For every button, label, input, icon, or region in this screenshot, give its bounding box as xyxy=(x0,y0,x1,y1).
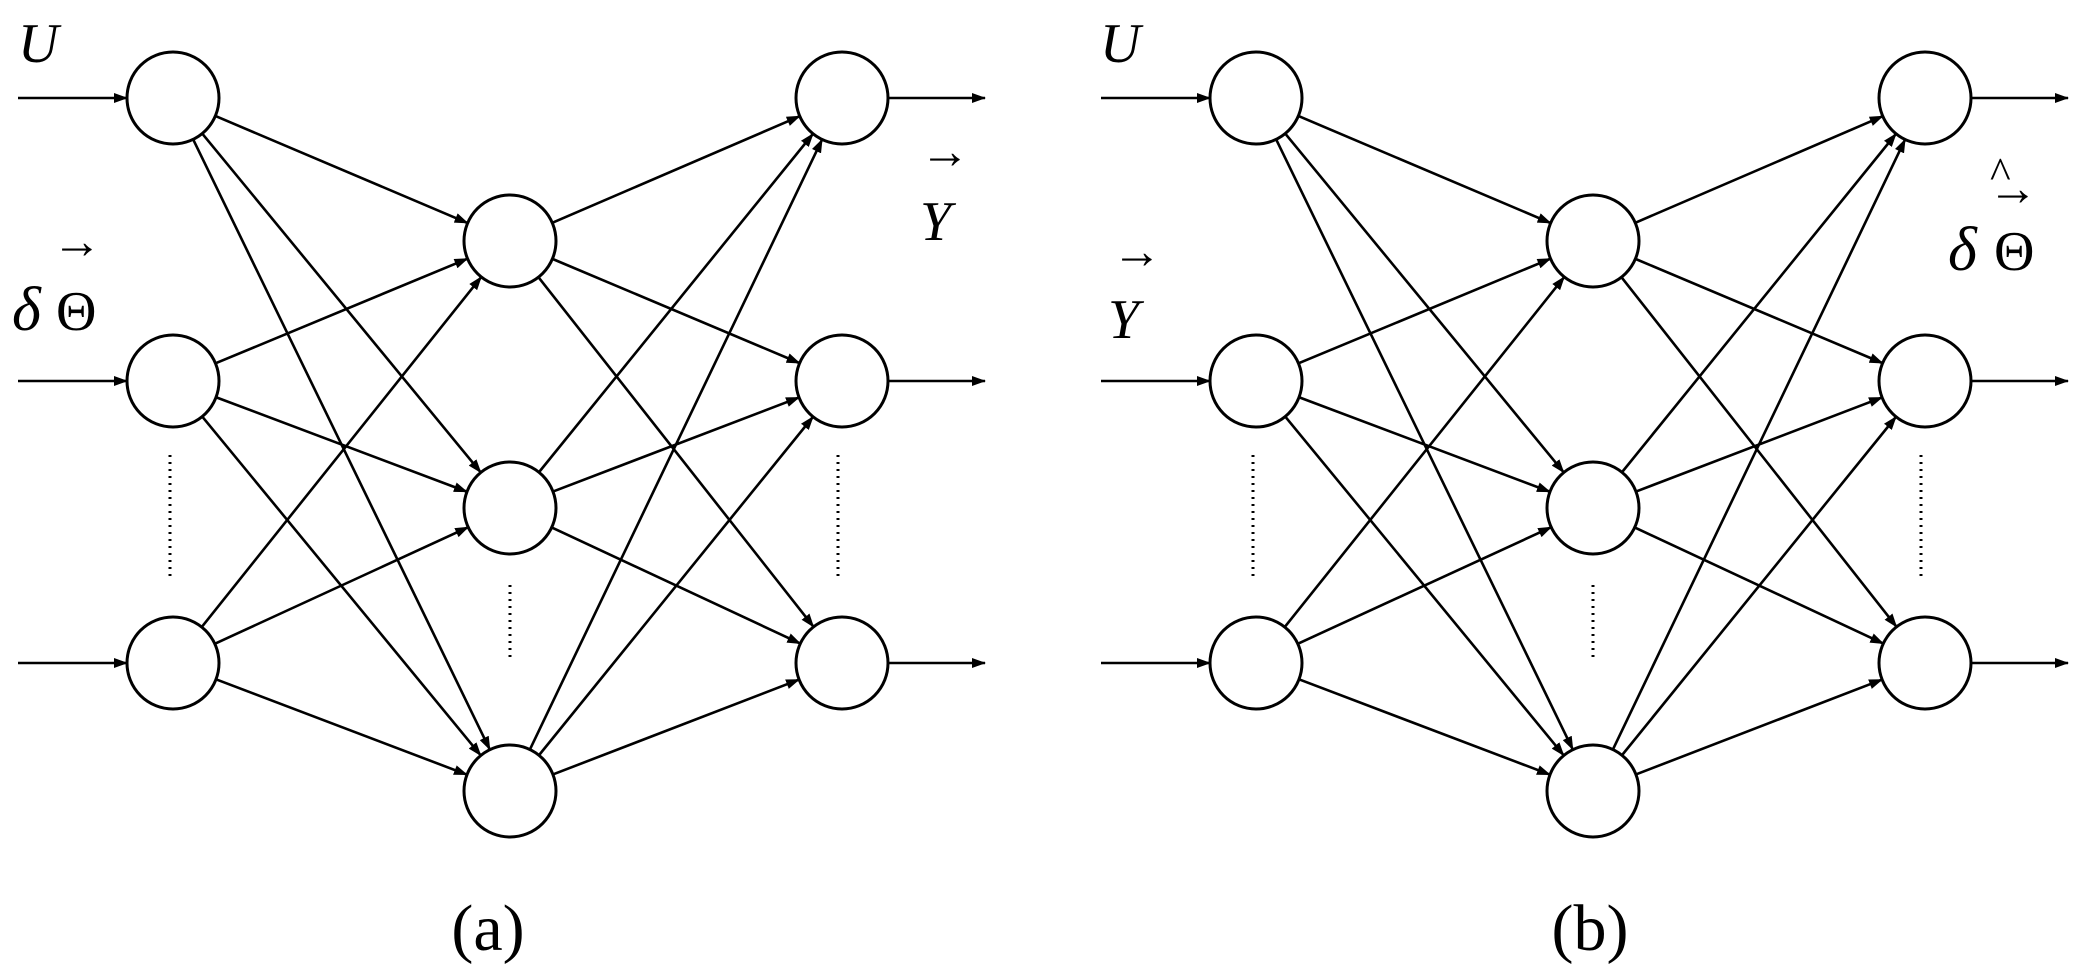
panel-a-hidden-node-0 xyxy=(462,193,558,289)
panel-b-io-arrows xyxy=(1101,93,2069,668)
panel-a-edge-hid2-out1 xyxy=(537,415,815,757)
panel-b-nodes xyxy=(1208,50,1973,839)
panel-a-caption: (a) xyxy=(451,892,524,965)
panel-a-edge-in2-hid0 xyxy=(200,276,483,628)
panel-b-input-node-0 xyxy=(1208,50,1304,146)
panel-a-input-theta-symbol: Θ xyxy=(56,281,96,343)
panel-a-output-y-label: Y xyxy=(920,191,957,253)
panel-a-input-node-2 xyxy=(125,615,221,711)
panel-b-edge-hid2-out0 xyxy=(1611,138,1907,751)
panel-a-input-u-label: U xyxy=(18,13,62,75)
panel-b-hidden-node-1 xyxy=(1545,460,1641,556)
panel-b-output-delta-theta-accent: → xyxy=(1988,160,2038,216)
panel-b-output-delta-theta-hat: ^ xyxy=(1990,149,2011,198)
panel-a-edge-hid1-out0 xyxy=(537,132,815,474)
panel-a-hidden-node-1 xyxy=(462,460,558,556)
panel-b-edge-in2-hid2 xyxy=(1298,678,1551,776)
panel-b-output-node-1 xyxy=(1877,333,1973,429)
panel-b-edge-hid0-out1 xyxy=(1634,257,1884,365)
panel-b-edge-hid0-out2 xyxy=(1620,276,1898,628)
panel-b-input-u-label: U xyxy=(1100,13,1144,75)
panel-a-edge-hid0-out2 xyxy=(537,276,815,628)
panel-b-edge-hid0-out0 xyxy=(1634,115,1884,224)
panel-a-output-y-accent: → xyxy=(920,123,970,179)
panel-a-edge-in1-hid1 xyxy=(215,396,468,493)
panel-a-hidden-node-2 xyxy=(462,743,558,839)
panel-a-output-node-2 xyxy=(794,615,890,711)
panel-a-edge-in1-hid0 xyxy=(214,257,469,365)
panel-b-output-node-0 xyxy=(1877,50,1973,146)
panel-b-input-node-2 xyxy=(1208,615,1304,711)
panel-a-input-node-0 xyxy=(125,50,221,146)
panel-a-output-node-1 xyxy=(794,333,890,429)
panel-a-input-delta-theta-accent: → xyxy=(52,213,102,269)
panel-a-edge-in0-hid1 xyxy=(201,132,482,474)
panel-a-nodes xyxy=(125,50,890,839)
panel-a-output-node-0 xyxy=(794,50,890,146)
panel-b-edge-in1-hid0 xyxy=(1297,257,1552,365)
panel-b-edge-in0-hid1 xyxy=(1284,132,1565,474)
panel-a-connections xyxy=(191,114,824,776)
panel-b: U → Y ^ → δ Θ (b) xyxy=(1100,13,2069,965)
panel-b-output-node-2 xyxy=(1877,615,1973,711)
panel-b-edge-hid2-out1 xyxy=(1620,415,1898,757)
panel-a-edge-hid0-out0 xyxy=(551,115,801,224)
panel-a-edge-hid2-out2 xyxy=(552,678,801,776)
panel-a-edge-in2-hid1 xyxy=(214,526,470,645)
panel-b-input-node-1 xyxy=(1208,333,1304,429)
panel-b-edge-in2-hid0 xyxy=(1283,276,1566,628)
panel-b-output-theta-symbol: Θ xyxy=(1994,221,2034,283)
panel-b-connections xyxy=(1274,114,1907,776)
panel-a-edge-in0-hid0 xyxy=(214,114,469,225)
panel-b-edge-hid1-out0 xyxy=(1620,132,1898,474)
panel-b-hidden-node-2 xyxy=(1545,743,1641,839)
panel-a-io-arrows xyxy=(18,93,986,668)
panel-b-edge-in0-hid0 xyxy=(1297,114,1552,225)
panel-a-input-delta-symbol: δ xyxy=(12,276,42,344)
panel-b-hidden-node-0 xyxy=(1545,193,1641,289)
panel-a-input-node-1 xyxy=(125,333,221,429)
panel-b-edge-in1-hid1 xyxy=(1298,396,1551,493)
panel-a-edge-hid0-out1 xyxy=(551,257,801,365)
panel-a: U → δ Θ → Y (a) xyxy=(12,13,986,965)
panel-b-edge-in2-hid1 xyxy=(1297,526,1553,645)
panel-a-edge-in2-hid2 xyxy=(215,678,468,776)
panel-a-edge-hid2-out0 xyxy=(528,138,824,751)
panel-b-input-y-label: Y xyxy=(1108,289,1145,351)
panel-b-edge-hid2-out2 xyxy=(1635,678,1884,776)
panel-b-input-y-accent: → xyxy=(1112,223,1162,279)
panel-b-caption: (b) xyxy=(1552,892,1629,965)
panel-b-output-delta-symbol: δ xyxy=(1948,216,1978,284)
